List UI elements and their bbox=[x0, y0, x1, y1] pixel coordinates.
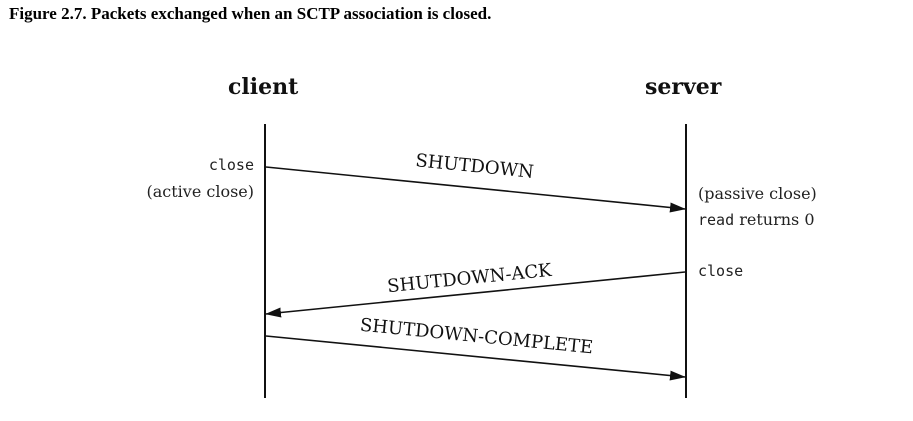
shutdown-ack-arrow bbox=[265, 271, 686, 318]
server-read-event: read returns 0 bbox=[698, 210, 815, 230]
server-label: server bbox=[645, 74, 722, 100]
shutdown-ack-label: SHUTDOWN-ACK bbox=[386, 260, 553, 297]
client-label: client bbox=[228, 74, 299, 100]
shutdown-complete-label: SHUTDOWN-COMPLETE bbox=[359, 315, 594, 359]
client-active-close-note: (active close) bbox=[146, 182, 254, 201]
read-returns-text: returns 0 bbox=[734, 210, 815, 229]
client-close-event: close bbox=[208, 156, 254, 174]
shutdown-arrow bbox=[265, 166, 686, 213]
figure-caption: Figure 2.7. Packets exchanged when an SC… bbox=[9, 4, 492, 23]
shutdown-label: SHUTDOWN bbox=[414, 150, 534, 183]
read-function-name: read bbox=[698, 211, 735, 229]
server-passive-close-note: (passive close) bbox=[698, 184, 817, 203]
shutdown-complete-arrow bbox=[265, 335, 686, 381]
server-close-event: close bbox=[698, 262, 744, 280]
